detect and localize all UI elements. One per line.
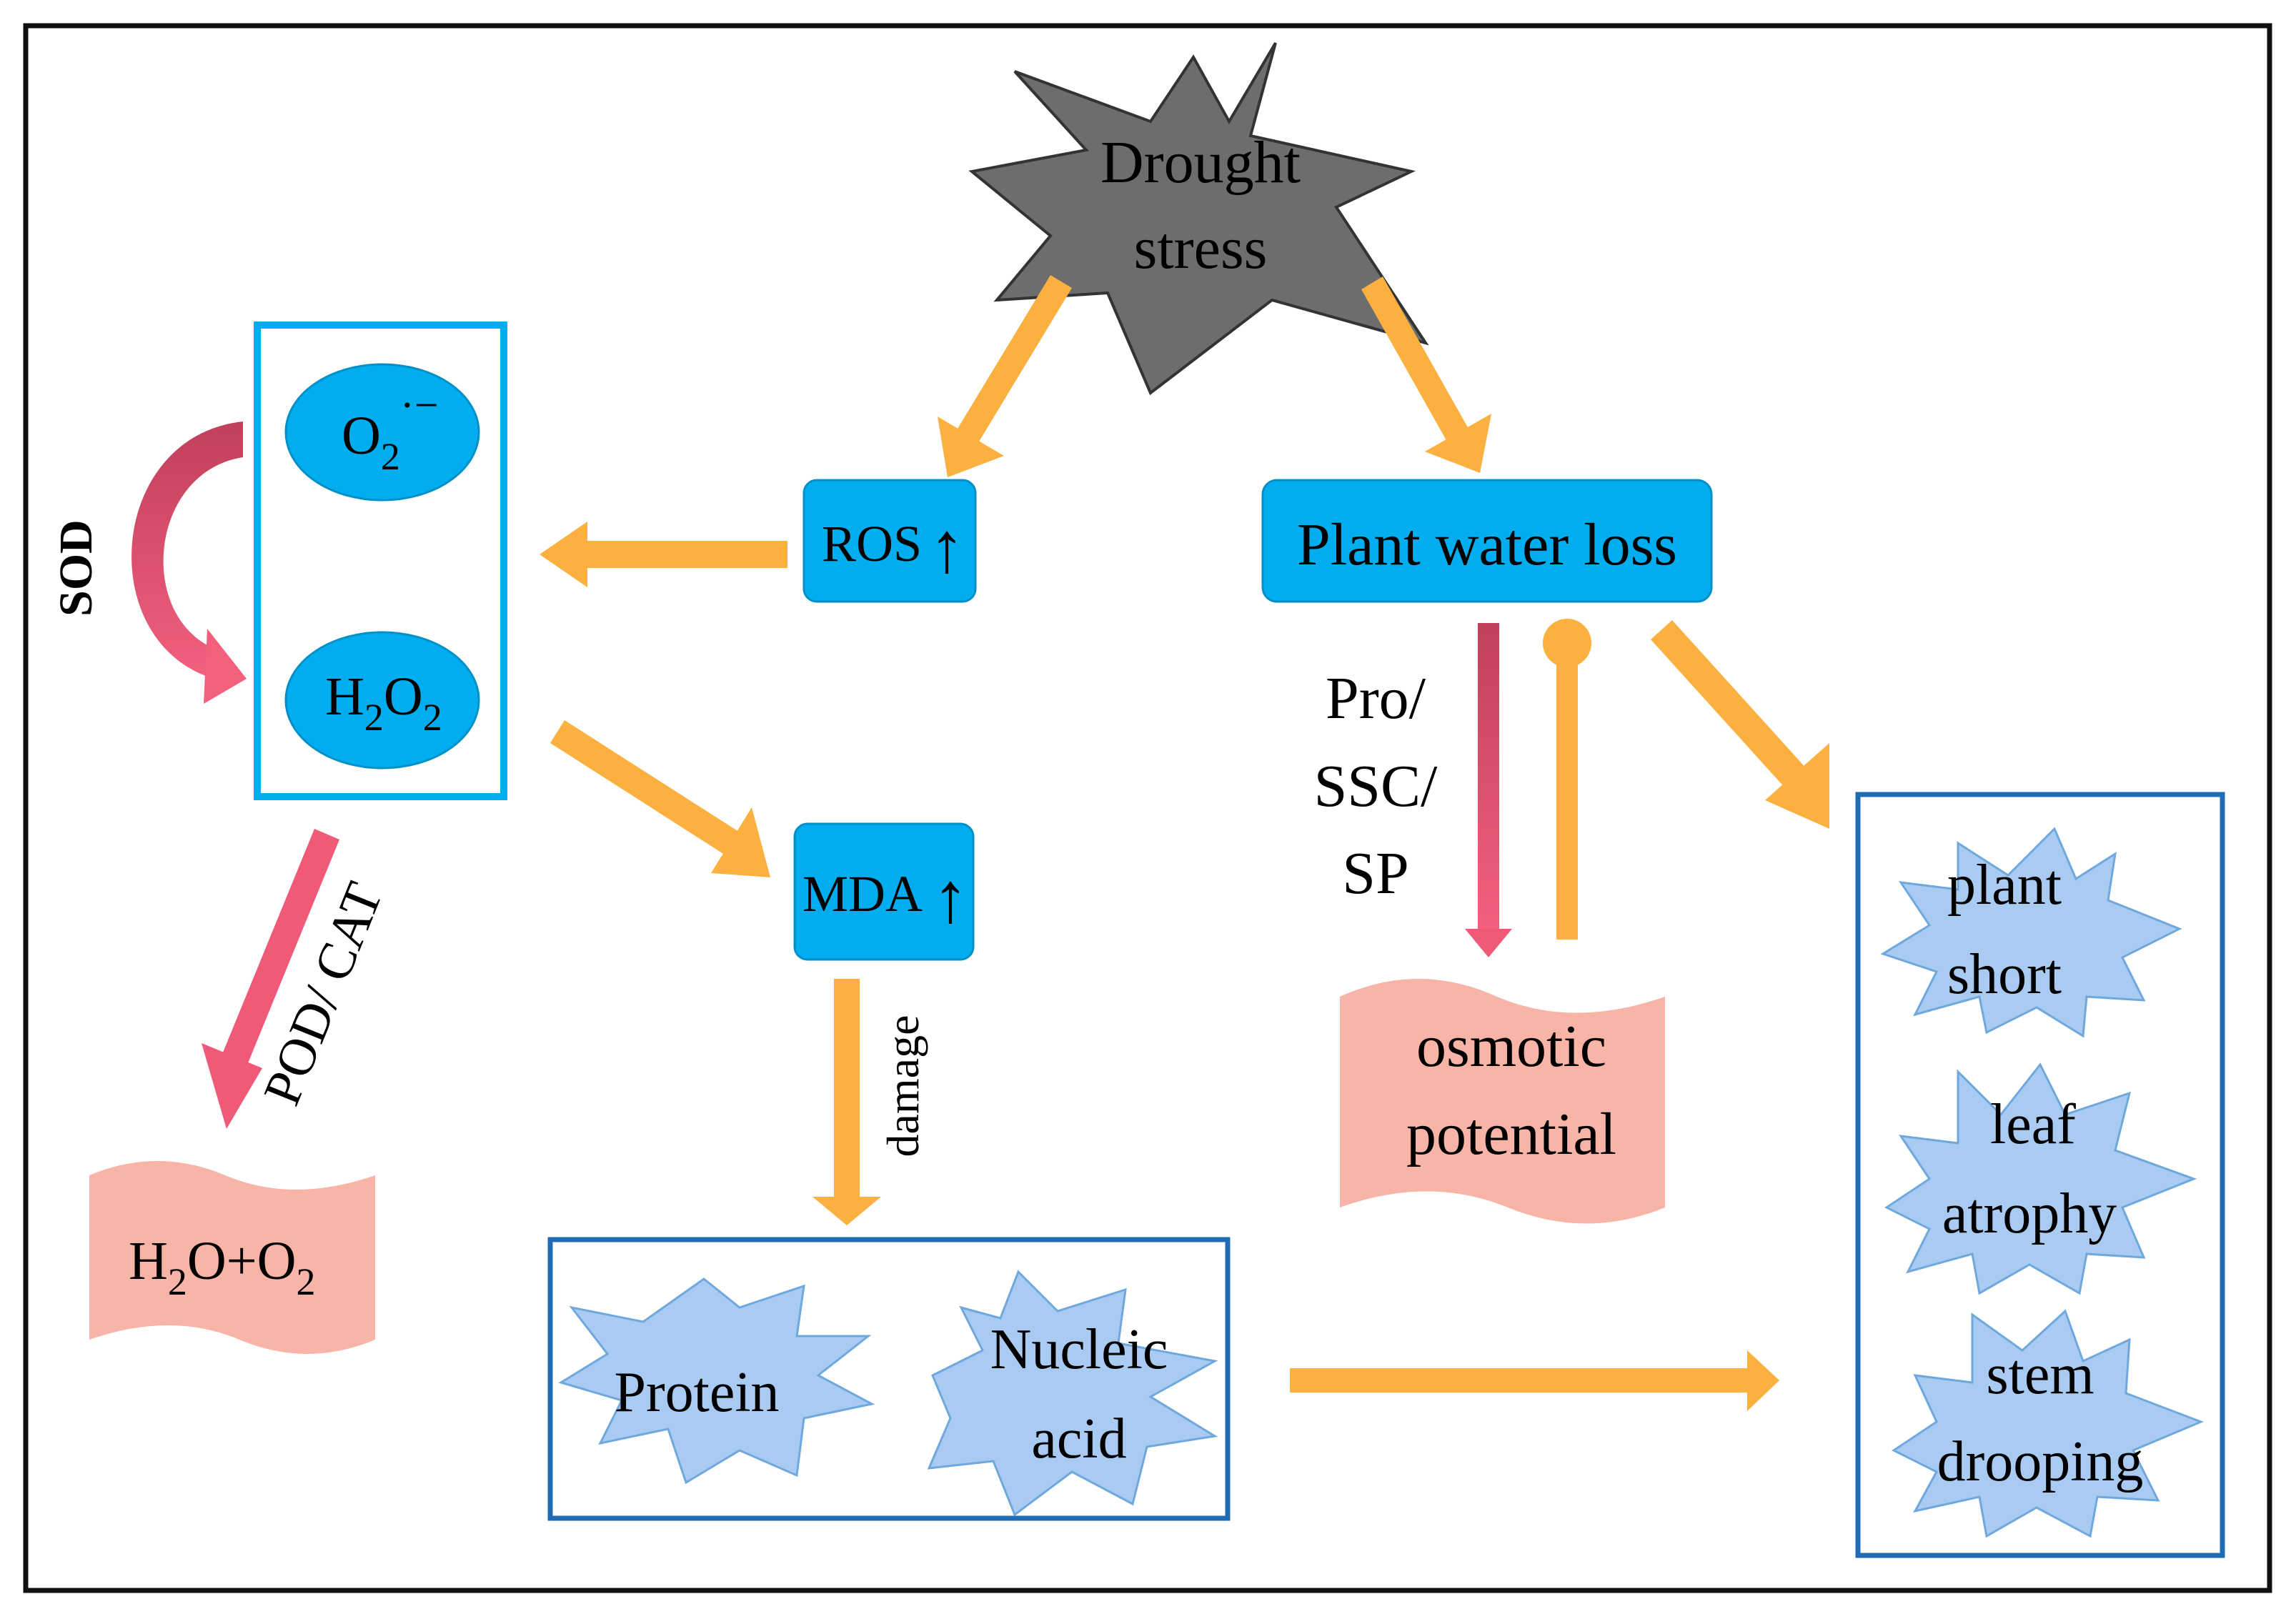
ros-up-arrow: ↑ bbox=[929, 508, 965, 587]
phenotypes-box: plant short leaf atrophy stem drooping bbox=[1855, 792, 2225, 1558]
drought-line1: Drought bbox=[1100, 129, 1301, 196]
osmotic-line1: osmotic bbox=[1416, 1013, 1606, 1080]
pro-label: Pro/ bbox=[1326, 665, 1426, 732]
damage-label: damage bbox=[878, 1015, 928, 1157]
plant-short-star-shape bbox=[1880, 827, 2182, 1038]
drought-line2: stress bbox=[1134, 215, 1268, 282]
ssc-label: SSC/ bbox=[1314, 753, 1438, 820]
plant-short-node: plant short bbox=[1880, 827, 2182, 1038]
o2-radical-label: O2·− bbox=[342, 382, 439, 478]
arrow-ros-to-radical-box bbox=[540, 522, 787, 587]
h2o-o2-label: H2O+O2 bbox=[129, 1231, 316, 1303]
mda-label: MDA bbox=[802, 865, 923, 922]
leaf-atrophy-line2: atrophy bbox=[1942, 1182, 2117, 1245]
damage-targets-box: Protein Nucleic acid bbox=[547, 1237, 1231, 1521]
pod-cat-arrow bbox=[202, 829, 339, 1129]
leaf-atrophy-node: leaf atrophy bbox=[1884, 1062, 2197, 1295]
drought-star-shape bbox=[968, 41, 1429, 396]
mda-node: MDA ↑ bbox=[793, 822, 975, 961]
nucleic-line2: acid bbox=[1031, 1408, 1126, 1470]
arrow-h2o2-to-mda bbox=[550, 720, 770, 877]
sod-curved-arrow bbox=[131, 422, 247, 704]
ros-label: ROS bbox=[822, 515, 922, 572]
stem-drooping-node: stem drooping bbox=[1892, 1309, 2205, 1538]
arrow-drought-to-waterloss bbox=[1361, 277, 1491, 473]
mda-up-arrow: ↑ bbox=[933, 858, 968, 937]
h2o2-label: H2O2 bbox=[325, 667, 442, 739]
arrow-damage-to-phenotypes bbox=[1290, 1350, 1779, 1411]
leaf-atrophy-line1: leaf bbox=[1990, 1093, 2076, 1156]
nucleic-acid-node: Nucleic acid bbox=[927, 1270, 1218, 1517]
outer-frame bbox=[23, 23, 2272, 1593]
sod-label: SOD bbox=[50, 519, 102, 617]
arrow-drought-to-ros bbox=[938, 275, 1072, 477]
stem-drooping-line2: drooping bbox=[1937, 1430, 2144, 1493]
plant-short-line1: plant bbox=[1947, 854, 2062, 917]
arrow-waterloss-to-phenotypes bbox=[1651, 620, 1829, 829]
arrow-mda-to-damage bbox=[812, 979, 881, 1225]
o2-radical-ellipse bbox=[284, 363, 480, 502]
drought-stress-node: Drought stress bbox=[968, 41, 1429, 396]
protein-label: Protein bbox=[614, 1361, 779, 1424]
arrow-waterloss-to-osmotic bbox=[1465, 623, 1512, 957]
radical-box: O2·− H2O2 bbox=[254, 322, 507, 800]
stem-drooping-line1: stem bbox=[1986, 1343, 2094, 1406]
plant-short-line2: short bbox=[1947, 943, 2062, 1006]
nucleic-line1: Nucleic bbox=[990, 1318, 1168, 1381]
protein-star-shape bbox=[558, 1277, 875, 1485]
stem-drooping-star-shape bbox=[1892, 1309, 2205, 1538]
leaf-atrophy-star-shape bbox=[1884, 1062, 2197, 1295]
h2o-o2-node: H2O+O2 bbox=[89, 1161, 375, 1354]
water-loss-node: Plant water loss bbox=[1261, 479, 1713, 603]
nucleic-star-shape bbox=[927, 1270, 1218, 1517]
inhibition-osmotic-to-waterloss bbox=[1543, 619, 1591, 940]
water-loss-label: Plant water loss bbox=[1297, 512, 1677, 578]
h2o2-ellipse bbox=[284, 631, 480, 769]
osmotic-potential-node: osmotic potential bbox=[1340, 979, 1665, 1224]
protein-node: Protein bbox=[558, 1277, 875, 1485]
osmotic-line2: potential bbox=[1406, 1101, 1616, 1167]
ros-node: ROS ↑ bbox=[802, 479, 977, 603]
sp-label: SP bbox=[1342, 840, 1408, 907]
